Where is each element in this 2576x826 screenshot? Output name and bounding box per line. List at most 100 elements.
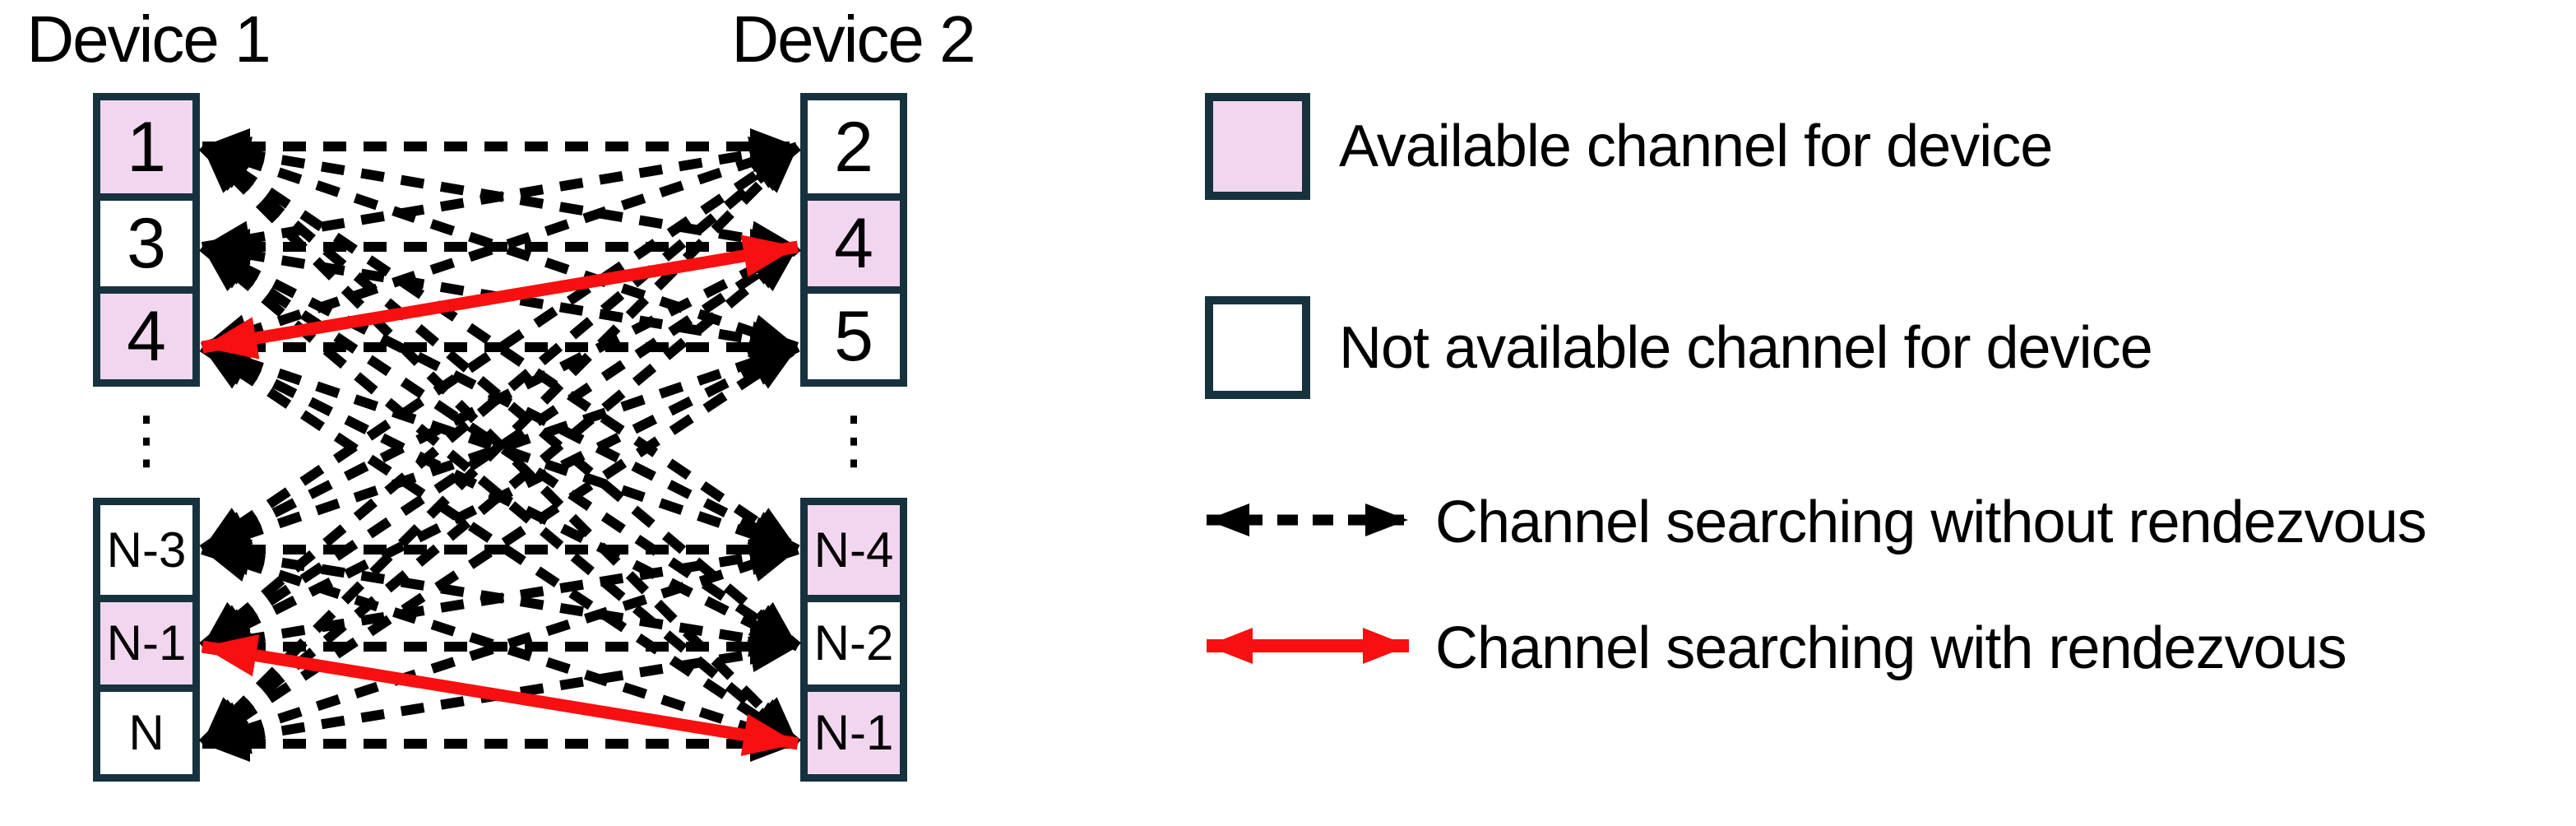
arrowhead: [202, 317, 260, 360]
device2-cell-n-4: N-4: [808, 505, 900, 595]
arrowhead: [202, 128, 250, 165]
search-edge-1-5: [201, 142, 799, 352]
arrowhead: [202, 512, 253, 550]
device1-title: Device 1: [26, 2, 271, 76]
arrowhead: [202, 547, 253, 582]
device2-cell-n-1: N-1: [808, 684, 900, 774]
arrowhead: [202, 605, 253, 647]
arrowhead: [202, 236, 253, 273]
search-edge-n-3-5: [201, 342, 799, 555]
channel-label: 4: [127, 297, 166, 376]
arrowhead: [202, 229, 250, 265]
search-edge-4-4: [202, 236, 799, 358]
arrowhead: [747, 512, 798, 550]
arrowhead: [1207, 503, 1249, 536]
arrowhead: [202, 329, 250, 365]
rendezvous-edge-n-1-n-1: [201, 633, 799, 757]
channel-label: 1: [127, 107, 166, 187]
arrowhead: [747, 347, 798, 385]
search-edge-3-2: [202, 136, 799, 258]
device2-cell-4: 4: [808, 193, 900, 286]
search-edge-n-3-n-4: [202, 531, 798, 568]
arrowhead: [202, 636, 253, 673]
search-edge-n-1-n-4: [202, 539, 799, 657]
arrowhead: [202, 620, 253, 657]
device1-cell-n: N: [100, 684, 192, 774]
device2-title: Device 2: [731, 2, 975, 76]
arrowhead: [202, 146, 253, 188]
search-edge-n-3-n-2: [202, 539, 799, 657]
arrowhead: [748, 702, 798, 744]
search-edge-1-n-2: [199, 142, 801, 651]
channel-label: N-4: [813, 522, 894, 578]
legend-available-label: Available channel for device: [1339, 114, 2053, 179]
arrowhead: [747, 517, 798, 552]
arrowhead: [202, 531, 250, 568]
arrowhead: [748, 321, 798, 358]
channel-label: 4: [834, 204, 873, 283]
rendezvous-edge-4-4: [201, 234, 799, 360]
arrowhead: [747, 712, 798, 746]
search-edge-n-3-2: [199, 142, 801, 554]
arrowhead: [202, 347, 253, 389]
arrowhead: [748, 136, 798, 173]
search-edge-3-n-1: [199, 243, 801, 748]
search-edge-3-5: [202, 236, 799, 358]
arrowhead: [202, 247, 253, 289]
arrowhead: [202, 247, 253, 285]
arrowhead: [202, 539, 253, 576]
device1-cell-3: 3: [100, 193, 192, 286]
search-edge-n-n-2: [202, 636, 799, 754]
arrowhead: [202, 321, 253, 358]
device2-cell-5: 5: [808, 286, 900, 379]
arrowhead: [202, 345, 253, 380]
search-edge-4-n-2: [200, 342, 800, 652]
arrowhead: [202, 629, 250, 665]
arrowhead: [748, 146, 798, 188]
arrowhead: [750, 531, 798, 568]
legend-red-arrow-icon: [1207, 628, 1409, 664]
arrowhead: [748, 717, 798, 754]
arrowhead: [750, 629, 798, 665]
arrowhead: [750, 329, 798, 365]
arrowhead: [750, 128, 798, 165]
arrowhead: [747, 247, 798, 285]
arrowhead: [740, 234, 798, 277]
arrowhead: [747, 144, 798, 179]
arrowhead: [748, 508, 798, 550]
search-edge-n-1-5: [200, 342, 800, 652]
channel-label: N: [128, 705, 164, 760]
search-edge-4-n-1: [199, 343, 801, 748]
search-edge-4-2: [201, 142, 799, 352]
arrowhead: [1207, 628, 1253, 664]
device2-cell-n-2: N-2: [808, 595, 900, 684]
arrowhead: [202, 726, 250, 762]
search-edge-n-4: [199, 243, 801, 748]
arrowhead: [748, 236, 798, 273]
arrowhead: [747, 547, 798, 582]
legend-not-available-label: Not available channel for device: [1339, 314, 2153, 381]
arrowhead: [1363, 628, 1409, 664]
arrowhead: [748, 539, 798, 576]
arrowhead: [202, 220, 253, 258]
device2-cell-2: 2: [808, 100, 900, 193]
device1-cell-n-3: N-3: [100, 505, 192, 595]
legend-available-swatch: [1205, 93, 1310, 200]
arrowhead: [747, 609, 798, 647]
channel-label: 5: [834, 297, 873, 376]
arrowhead: [202, 609, 253, 647]
search-edge-3-n-2: [199, 243, 801, 651]
arrowhead: [202, 144, 253, 179]
device1-cell-1: 1: [100, 100, 192, 193]
search-edge-n-2: [198, 142, 802, 748]
search-edge-n-1-2: [199, 142, 801, 651]
arrowhead: [750, 229, 798, 265]
search-edge-4-5: [202, 329, 798, 365]
search-edge-3-4: [202, 229, 798, 265]
search-edge-n-n-1: [202, 726, 798, 762]
search-edge-n-3-4: [200, 242, 800, 555]
